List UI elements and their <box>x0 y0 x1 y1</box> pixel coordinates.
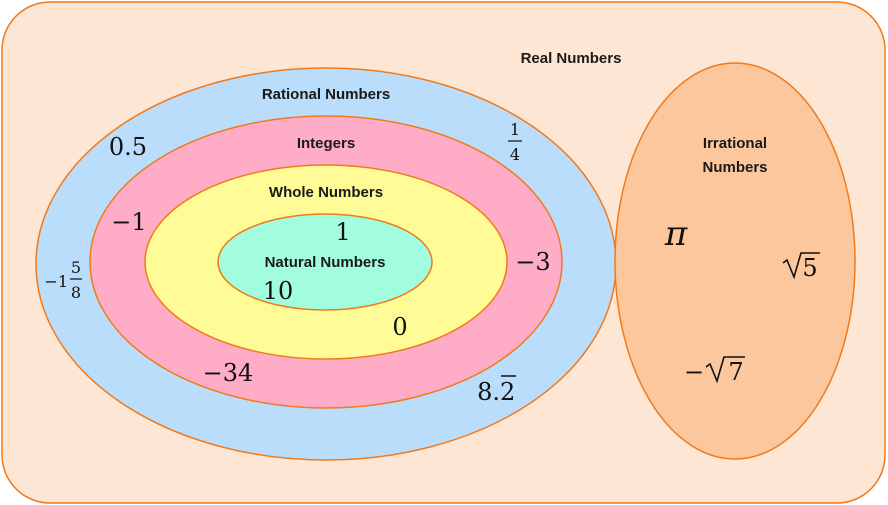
rational-numbers-label: Rational Numbers <box>262 86 390 103</box>
radical-sign <box>782 252 820 280</box>
fraction-numerator: 1 <box>510 120 520 139</box>
whole-number-0: 0 <box>392 313 407 341</box>
natural-number-10: 10 <box>263 277 294 305</box>
rational-repeating-decimal: 8. 2 <box>477 375 516 406</box>
integer-neg-3: −3 <box>515 248 550 276</box>
natural-numbers-region <box>217 213 433 311</box>
natural-numbers-label: Natural Numbers <box>265 254 386 271</box>
real-numbers-label: Real Numbers <box>521 50 622 67</box>
neg-sqrt7-sign: − <box>684 358 704 386</box>
sqrt5-radicand: 5 <box>802 254 817 282</box>
whole-numbers-label: Whole Numbers <box>269 184 383 201</box>
irrational-neg-sqrt7: − 7 <box>684 356 745 386</box>
mixed-numerator: 5 <box>71 258 81 277</box>
irrational-pi: π <box>664 214 688 254</box>
rational-fraction: 1 4 <box>508 120 522 164</box>
irrational-numbers-label-line1: Irrational <box>703 135 767 152</box>
mixed-whole-part: −1 <box>44 272 68 291</box>
integer-neg-34: −34 <box>203 359 254 387</box>
natural-number-1: 1 <box>335 218 350 246</box>
integer-neg-1: −1 <box>111 208 146 236</box>
irrational-numbers-label-line2: Numbers <box>702 159 767 176</box>
repeating-integer-part: 8. <box>477 378 500 406</box>
mixed-denominator: 8 <box>71 283 81 302</box>
rational-decimal: 0.5 <box>109 133 147 161</box>
irrational-numbers-region <box>614 62 856 460</box>
repeating-digit: 2 <box>500 378 515 406</box>
radical-sign <box>705 356 745 384</box>
sqrt7-radicand: 7 <box>728 358 743 386</box>
integers-label: Integers <box>297 135 355 152</box>
irrational-sqrt5: 5 <box>782 252 820 282</box>
rational-mixed-number: −1 5 8 <box>44 258 82 302</box>
fraction-denominator: 4 <box>510 145 520 164</box>
